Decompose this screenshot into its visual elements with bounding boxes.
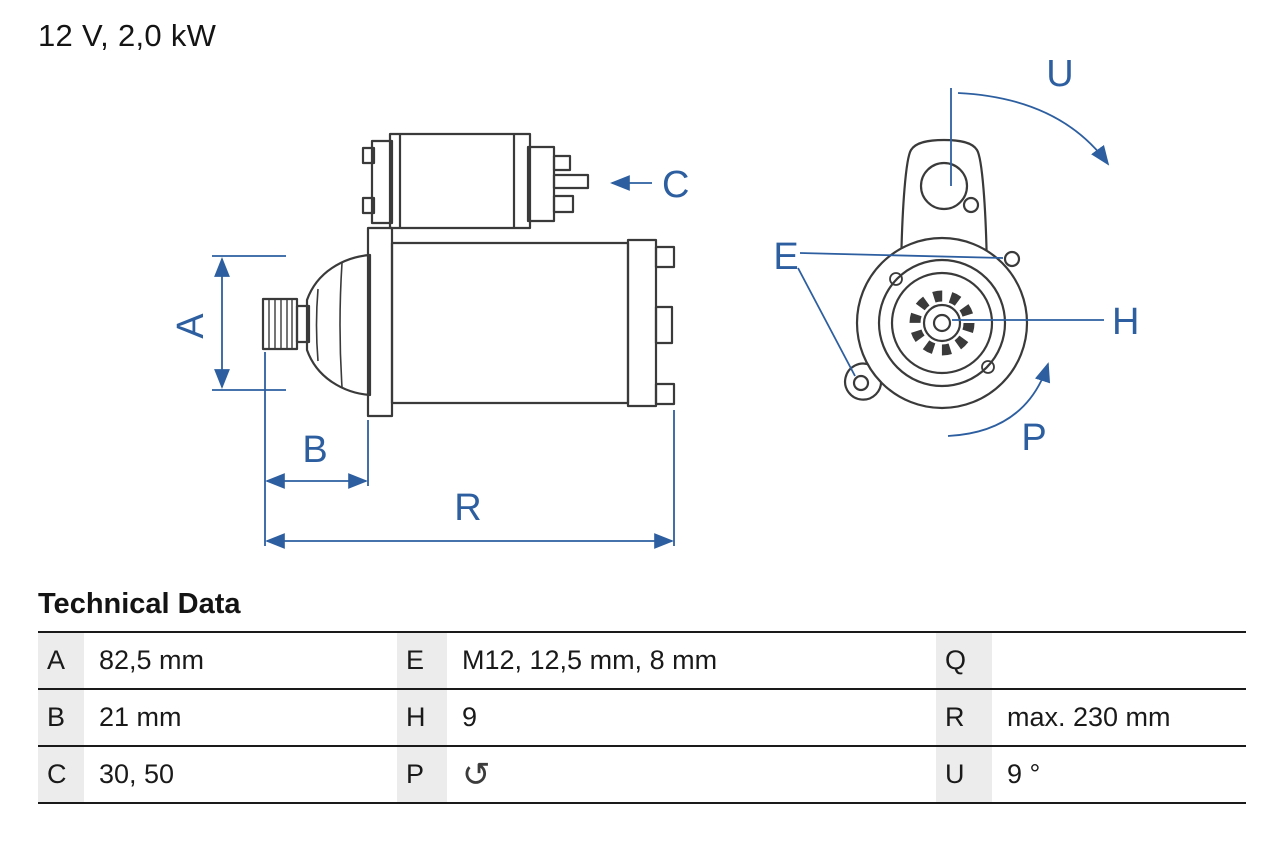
- tech-key-u: U: [936, 747, 992, 802]
- bolt-hole-right: [1003, 250, 1021, 268]
- counterclockwise-rotation-icon: ↺: [462, 755, 491, 794]
- dim-label-e: E: [773, 236, 798, 278]
- table-row: A 82,5 mm E M12, 12,5 mm, 8 mm Q: [38, 631, 1246, 688]
- tech-key-h: H: [397, 690, 447, 745]
- technical-data-table: A 82,5 mm E M12, 12,5 mm, 8 mm Q B 21 mm…: [38, 631, 1246, 804]
- dim-label-a: A: [170, 313, 212, 339]
- tech-key-c: C: [38, 747, 84, 802]
- face-ring-outer: [877, 258, 1007, 388]
- tech-value-b: 21 mm: [84, 690, 397, 745]
- tab-small-hole: [962, 196, 980, 214]
- pinion-gear: [261, 297, 311, 351]
- dim-label-p: P: [1021, 417, 1046, 459]
- dim-label-u: U: [1046, 53, 1073, 95]
- dim-label-c: C: [662, 164, 689, 206]
- dim-label-b: B: [302, 429, 327, 471]
- tech-key-r: R: [936, 690, 992, 745]
- dimension-labels: A B C R E H U P: [170, 53, 1139, 529]
- tech-value-a: 82,5 mm: [84, 633, 397, 688]
- table-row: B 21 mm H 9 R max. 230 mm: [38, 688, 1246, 745]
- top-mounting-tab: [899, 138, 989, 274]
- bolt-hole-lower-left: [852, 374, 870, 392]
- tech-value-u: 9 °: [992, 747, 1246, 802]
- product-title: 12 V, 2,0 kW: [38, 18, 217, 53]
- drive-end-housing: [305, 253, 372, 397]
- tech-key-p: P: [397, 747, 447, 802]
- mounting-flange-plate: [366, 226, 394, 418]
- table-row: C 30, 50 P ↺ U 9 °: [38, 745, 1246, 802]
- starter-motor-technical-drawing: A B C R E H U P: [170, 53, 1139, 549]
- through-bolt-upper: [889, 272, 903, 286]
- motor-body: [390, 241, 630, 405]
- pinion-teeth-front: [909, 290, 975, 356]
- solenoid: [361, 132, 590, 230]
- tech-key-b: B: [38, 690, 84, 745]
- tech-key-q: Q: [936, 633, 992, 688]
- side-view: [261, 132, 676, 418]
- dim-label-h: H: [1112, 301, 1139, 343]
- tech-value-e: M12, 12,5 mm, 8 mm: [447, 633, 936, 688]
- shaft-hole: [932, 313, 952, 333]
- solenoid-terminals: [552, 154, 590, 214]
- tech-key-a: A: [38, 633, 84, 688]
- tech-value-r: max. 230 mm: [992, 690, 1246, 745]
- dimension-lines: [212, 88, 1110, 549]
- tech-key-e: E: [397, 633, 447, 688]
- tech-value-c: 30, 50: [84, 747, 397, 802]
- tech-value-q: [992, 633, 1246, 688]
- through-bolt-lower: [981, 360, 995, 374]
- bolt-lug-lower-left: [843, 362, 883, 401]
- table-heading: Technical Data: [38, 588, 241, 620]
- tech-value-h: 9: [447, 690, 936, 745]
- tech-value-p: ↺: [447, 747, 936, 802]
- face-ring-inner: [890, 271, 994, 375]
- dim-label-r: R: [454, 487, 481, 529]
- front-view: [843, 138, 1029, 410]
- tab-large-hole: [919, 161, 969, 211]
- end-cap: [626, 238, 676, 408]
